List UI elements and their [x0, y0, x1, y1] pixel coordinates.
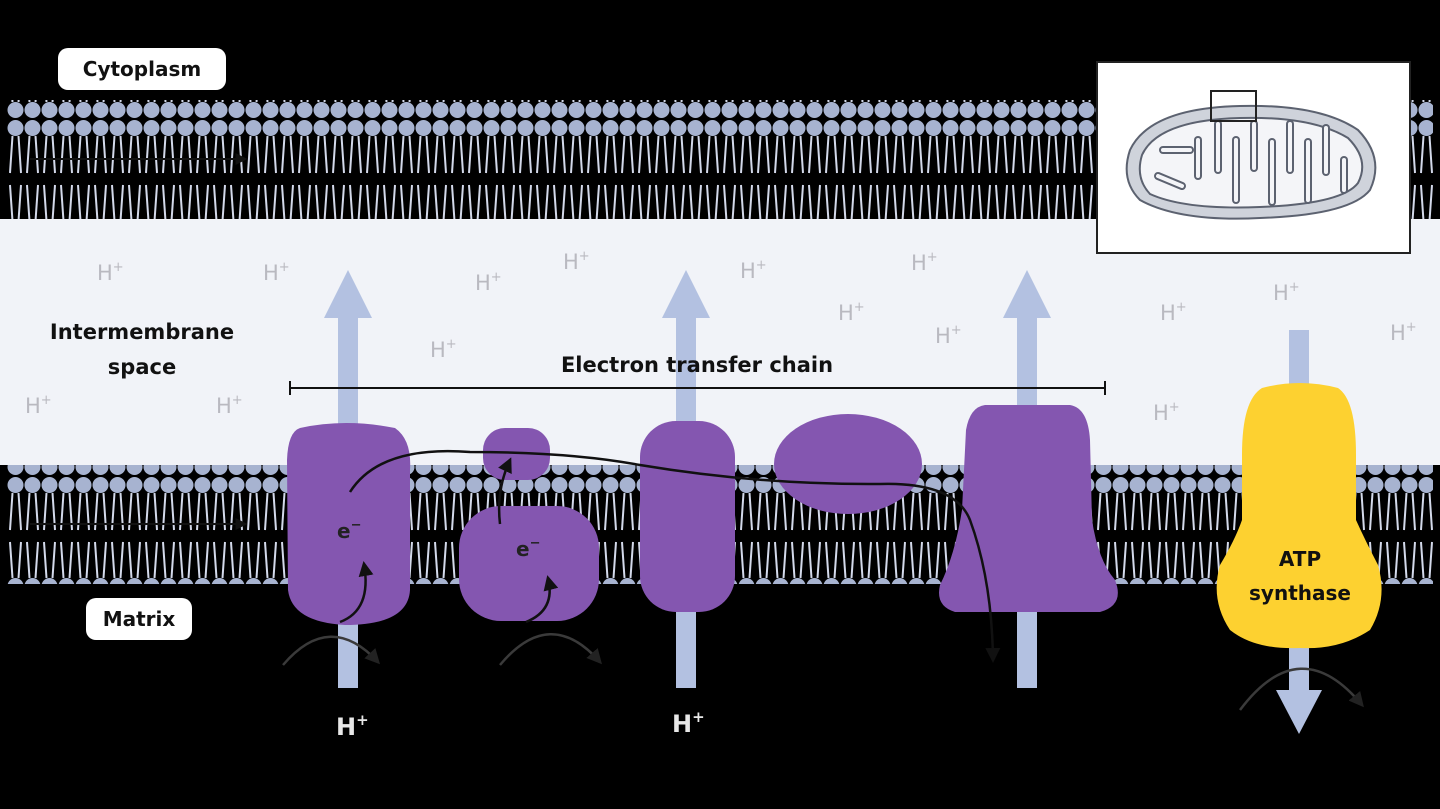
cytochrome-c: [774, 414, 922, 514]
proton-ion: H+: [1273, 280, 1300, 305]
proton-ion: H+: [1160, 300, 1187, 325]
protein-complexes: [287, 405, 1118, 625]
cytoplasm-label: Cytoplasm: [58, 48, 226, 90]
atp-synthase-label-2: synthase: [1249, 581, 1351, 605]
atp-synthase-label: ATP: [1279, 547, 1321, 571]
proton-ion: H+: [740, 258, 767, 283]
mitochondrion-inset: [1096, 61, 1411, 254]
electron-arrow-complex-i: [339, 561, 374, 624]
matrix-proton-2: H+: [672, 708, 705, 738]
proton-ion: H+: [25, 393, 52, 418]
proton-ion: H+: [475, 270, 502, 295]
matrix-label: Matrix: [86, 598, 192, 640]
matrix-curved-arrows: [282, 633, 1364, 711]
etc-bracket: [289, 381, 1106, 395]
membrane-edge-arrows: [30, 153, 248, 530]
atp-proton-down-arrow: [1276, 690, 1322, 734]
proton-ion: H+: [1153, 400, 1180, 425]
proton-ion: H+: [430, 337, 457, 362]
matrix-proton-1: H+: [336, 711, 369, 741]
proton-ion: H+: [216, 393, 243, 418]
proton-arrows-up: [324, 270, 1051, 424]
proton-channels: [338, 330, 1322, 734]
complex-i: [287, 423, 411, 625]
electron-label-1: e−: [337, 518, 361, 543]
inset-zoom-box: [1210, 90, 1257, 122]
electron-arrow-complex-ii-in: [525, 575, 559, 624]
electron-label-2: e−: [516, 536, 540, 561]
intermembrane-label: Intermembrane: [50, 320, 234, 344]
electron-path: [348, 449, 1001, 663]
atp-synthase: [1216, 383, 1382, 649]
proton-ion: H+: [563, 249, 590, 274]
proton-ion: H+: [263, 260, 290, 285]
proton-ion: H+: [838, 300, 865, 325]
complex-ii: [459, 506, 599, 621]
proton-ion: H+: [1390, 320, 1417, 345]
proton-ion: H+: [935, 323, 962, 348]
proton-ions: H+ H+ H+ H+ H+ H+ H+ H+ H+ H+ H+ H+ H+ H+ H+: [25, 249, 1417, 425]
proton-ion: H+: [97, 260, 124, 285]
electron-arrow-complex-ii: [497, 457, 512, 525]
intermembrane-space: [0, 219, 1440, 465]
complex-iii: [640, 421, 735, 612]
complex-iv: [939, 405, 1118, 612]
intermembrane-label-2: space: [108, 355, 176, 379]
proton-ion: H+: [911, 250, 938, 275]
etc-label: Electron transfer chain: [561, 353, 833, 377]
